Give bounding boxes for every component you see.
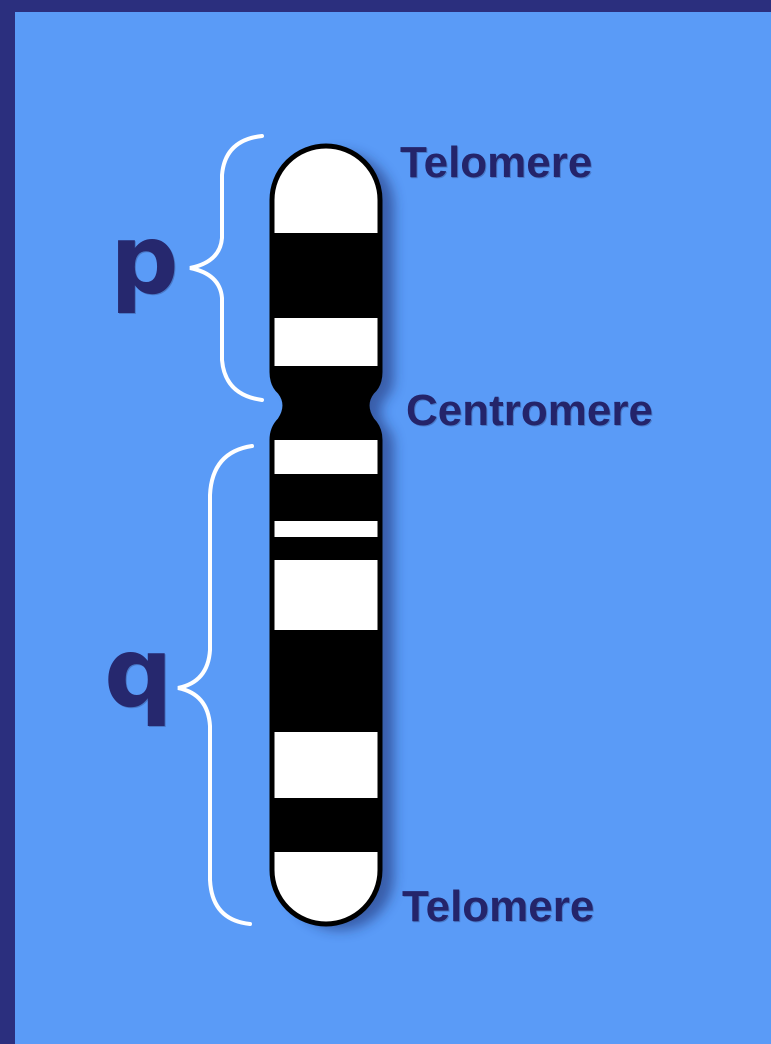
p-arm-brace: [190, 136, 262, 400]
band-p-lower: [260, 318, 395, 366]
band-q3: [260, 560, 395, 630]
band-q1: [260, 440, 395, 474]
band-q2: [260, 521, 395, 537]
band-q4: [260, 732, 395, 798]
p-arm-label: p: [110, 212, 179, 308]
q-arm-brace: [178, 446, 252, 924]
telomere-top-label: Telomere: [400, 138, 592, 188]
telomere-bottom-label: Telomere: [402, 882, 594, 932]
centromere-label: Centromere: [406, 386, 653, 436]
q-arm-label: q: [104, 625, 173, 721]
chromosome-body: [260, 130, 395, 942]
